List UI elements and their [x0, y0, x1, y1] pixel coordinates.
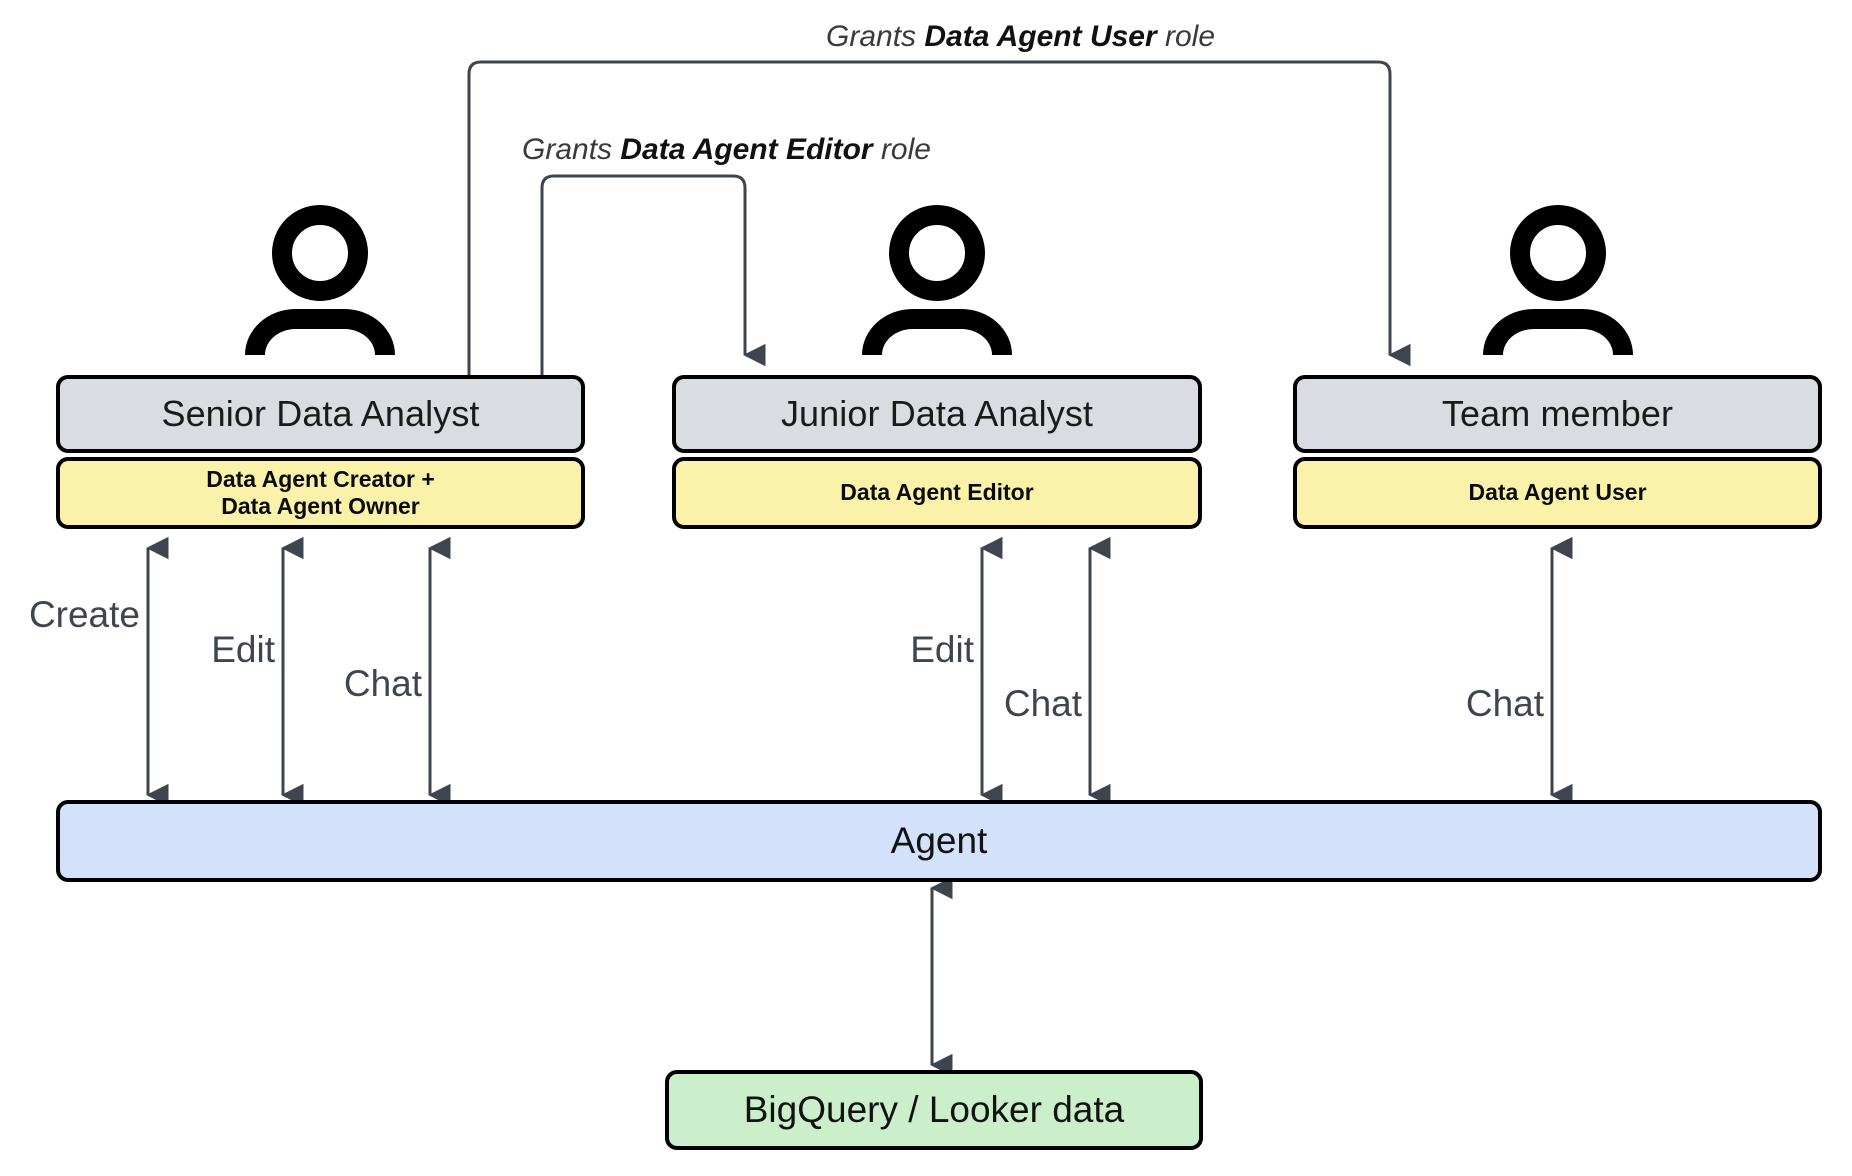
- flow-label-chat-team: Chat: [1465, 683, 1544, 724]
- persona-role-line: Data Agent Owner: [221, 493, 420, 519]
- data-source-box[interactable]: BigQuery / Looker data: [665, 1070, 1203, 1150]
- grants-editor-label: Grants Data Agent Editor role: [522, 133, 931, 167]
- persona-title: Team member: [1441, 393, 1674, 434]
- person-head-icon: [889, 205, 985, 301]
- flow-label-create: Create: [28, 594, 140, 635]
- persona-role-badge[interactable]: Data Agent User: [1293, 457, 1822, 529]
- data-source-label: BigQuery / Looker data: [743, 1089, 1125, 1130]
- persona-team-member: Team member Data Agent User: [1293, 375, 1822, 529]
- agent-label: Agent: [890, 820, 988, 861]
- persona-senior-data-analyst: Senior Data Analyst Data Agent Creator +…: [56, 375, 585, 529]
- grants-editor-suffix: role: [872, 133, 931, 166]
- persona-title-box[interactable]: Senior Data Analyst: [56, 375, 585, 453]
- grants-user-role: Data Agent User: [924, 20, 1157, 53]
- person-body-icon: [245, 309, 395, 355]
- connector-grants-editor: [540, 174, 766, 375]
- person-head-icon: [272, 205, 368, 301]
- persona-title-box[interactable]: Team member: [1293, 375, 1822, 453]
- person-icon: [240, 205, 400, 355]
- persona-role-badge[interactable]: Data Agent Editor: [672, 457, 1202, 529]
- persona-role-text: Data Agent Creator + Data Agent Owner: [206, 466, 435, 520]
- flow-label-chat-junior: Chat: [1003, 683, 1082, 724]
- persona-role-badge[interactable]: Data Agent Creator + Data Agent Owner: [56, 457, 585, 529]
- persona-role-line: Data Agent Editor: [840, 479, 1034, 506]
- flow-label-chat-senior: Chat: [343, 663, 422, 704]
- person-icon: [857, 205, 1017, 355]
- persona-title: Senior Data Analyst: [161, 393, 480, 434]
- grants-user-label: Grants Data Agent User role: [826, 20, 1215, 54]
- flow-label-edit-junior: Edit: [910, 629, 974, 670]
- persona-role-line: Data Agent Creator +: [206, 465, 435, 492]
- persona-junior-data-analyst: Junior Data Analyst Data Agent Editor: [672, 375, 1202, 529]
- persona-title: Junior Data Analyst: [780, 393, 1094, 434]
- grants-editor-prefix: Grants: [522, 133, 621, 166]
- grants-user-prefix: Grants: [826, 20, 925, 53]
- grants-editor-role: Data Agent Editor: [620, 133, 873, 166]
- flow-label-edit-senior: Edit: [211, 629, 275, 670]
- person-head-icon: [1510, 205, 1606, 301]
- person-body-icon: [1483, 309, 1633, 355]
- grants-user-suffix: role: [1156, 20, 1216, 53]
- persona-role-line: Data Agent User: [1468, 479, 1647, 506]
- agent-bar[interactable]: Agent: [56, 800, 1822, 882]
- person-icon: [1478, 205, 1638, 355]
- person-body-icon: [862, 309, 1012, 355]
- persona-title-box[interactable]: Junior Data Analyst: [672, 375, 1202, 453]
